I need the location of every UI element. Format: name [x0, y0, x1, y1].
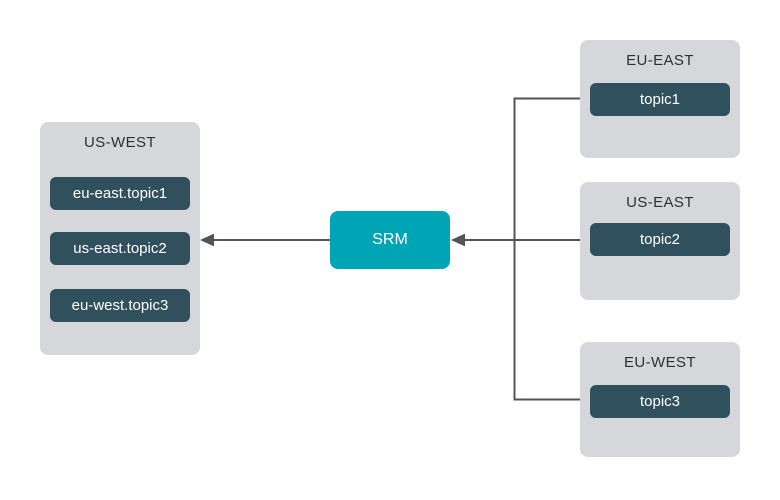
arrowhead-into-srm-icon — [451, 233, 465, 247]
topic-chip-eu-west-topic3: eu-west.topic3 — [50, 289, 190, 322]
cluster-eu-west: EU-WEST topic3 — [580, 342, 740, 457]
topic-chip-us-east-topic2: us-east.topic2 — [50, 232, 190, 265]
srm-node: SRM — [330, 211, 450, 269]
topic-chip-topic2: topic2 — [590, 223, 730, 256]
cluster-us-east: US-EAST topic2 — [580, 182, 740, 300]
arrowhead-into-us-west-icon — [200, 233, 214, 247]
cluster-us-east-title: US-EAST — [626, 194, 694, 211]
topic-chip-eu-east-topic1: eu-east.topic1 — [50, 177, 190, 210]
cluster-us-west-title: US-WEST — [84, 134, 156, 151]
cluster-eu-west-title: EU-WEST — [624, 354, 696, 371]
topic-chip-topic3: topic3 — [590, 385, 730, 418]
topic-chip-topic1: topic1 — [590, 83, 730, 116]
cluster-eu-east-title: EU-EAST — [626, 52, 694, 69]
cluster-eu-east: EU-EAST topic1 — [580, 40, 740, 158]
cluster-us-west: US-WEST eu-east.topic1 us-east.topic2 eu… — [40, 122, 200, 355]
connector-right-clusters-elbow — [513, 97, 580, 401]
